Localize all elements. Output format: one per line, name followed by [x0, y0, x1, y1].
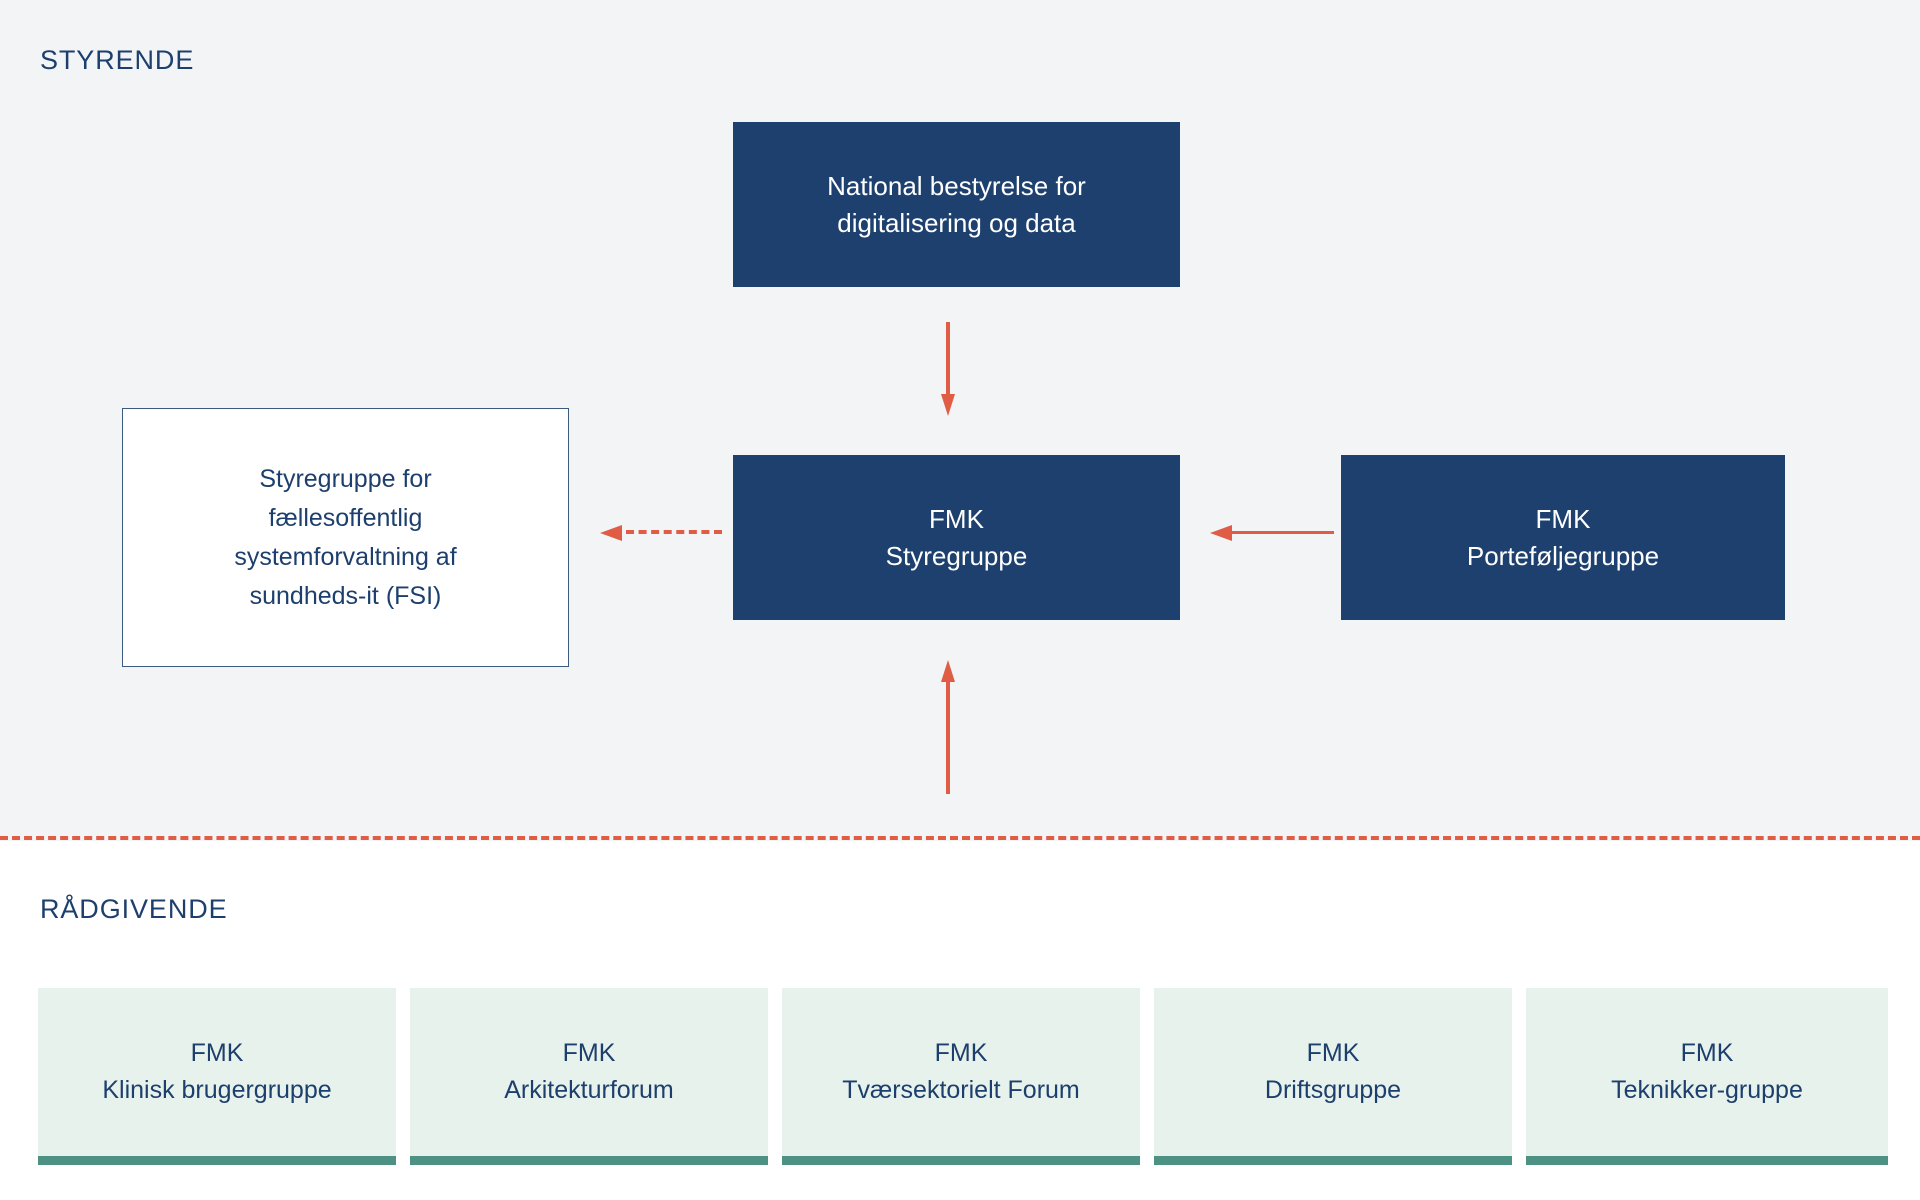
- node-fsi-line3: systemforvaltning af: [234, 542, 457, 571]
- advisory-card-driftsgruppe[interactable]: FMK Driftsgruppe: [1154, 988, 1512, 1165]
- arrow-down-national-to-styregruppe-icon: [941, 322, 955, 416]
- advisory-card-line1: FMK: [190, 1038, 244, 1067]
- node-fmk-styregruppe-line2: Styregruppe: [885, 540, 1028, 571]
- advisory-card-line2: Driftsgruppe: [1264, 1076, 1402, 1104]
- section-divider-dashed: [0, 836, 1920, 840]
- advisory-card-line2: Arkitekturforum: [504, 1076, 674, 1104]
- advisory-card-teknikker-gruppe[interactable]: FMK Teknikker-gruppe: [1526, 988, 1888, 1165]
- node-national-line1: National bestyrelse for: [827, 170, 1086, 201]
- advisory-card-line1: FMK: [1306, 1038, 1360, 1067]
- arrow-head: [941, 660, 955, 682]
- arrow-left-dashed-styregruppe-to-fsi-icon: [600, 525, 722, 541]
- node-fsi-line4: sundheds-it (FSI): [249, 581, 442, 610]
- section-heading-governing: STYRENDE: [40, 45, 195, 75]
- advisory-card-line2: Klinisk brugergruppe: [102, 1076, 332, 1104]
- arrow-shaft: [946, 680, 950, 794]
- arrow-shaft: [946, 322, 950, 398]
- node-fmk-styregruppe-line1: FMK: [929, 503, 984, 534]
- node-fsi-styregruppe[interactable]: Styregruppe for fællesoffentlig systemfo…: [122, 408, 569, 667]
- advisory-card-line1: FMK: [1680, 1038, 1734, 1067]
- node-fmk-portefoljegruppe-line2: Porteføljegruppe: [1466, 540, 1660, 571]
- advisory-card-line1: FMK: [562, 1038, 616, 1067]
- advisory-card-tvaersektorielt-forum[interactable]: FMK Tværsektorielt Forum: [782, 988, 1140, 1165]
- arrow-shaft-dashed: [626, 530, 722, 534]
- advisory-card-klinisk-brugergruppe[interactable]: FMK Klinisk brugergruppe: [38, 988, 396, 1165]
- node-national-line2: digitalisering og data: [837, 207, 1076, 238]
- node-fmk-portefoljegruppe[interactable]: FMK Porteføljegruppe: [1341, 455, 1785, 620]
- section-heading-advisory: RÅDGIVENDE: [40, 894, 228, 924]
- node-fsi-line1: Styregruppe for: [259, 464, 432, 493]
- node-fmk-portefoljegruppe-line1: FMK: [1535, 503, 1591, 534]
- advisory-card-line2: Tværsektorielt Forum: [842, 1076, 1080, 1104]
- node-national-bestyrelse[interactable]: National bestyrelse for digitalisering o…: [733, 122, 1180, 287]
- node-fsi-line2: fællesoffentlig: [268, 503, 423, 532]
- arrow-shaft: [1230, 531, 1334, 534]
- arrow-up-advisory-to-styregruppe-icon: [941, 660, 955, 794]
- arrow-head: [600, 525, 622, 541]
- advisory-card-arkitekturforum[interactable]: FMK Arkitekturforum: [410, 988, 768, 1165]
- arrow-head: [1210, 525, 1232, 541]
- arrow-head: [941, 394, 955, 416]
- node-fmk-styregruppe[interactable]: FMK Styregruppe: [733, 455, 1180, 620]
- arrow-left-portefolje-to-styregruppe-icon: [1210, 525, 1334, 541]
- advisory-card-line2: Teknikker-gruppe: [1611, 1076, 1803, 1104]
- advisory-card-line1: FMK: [934, 1038, 988, 1067]
